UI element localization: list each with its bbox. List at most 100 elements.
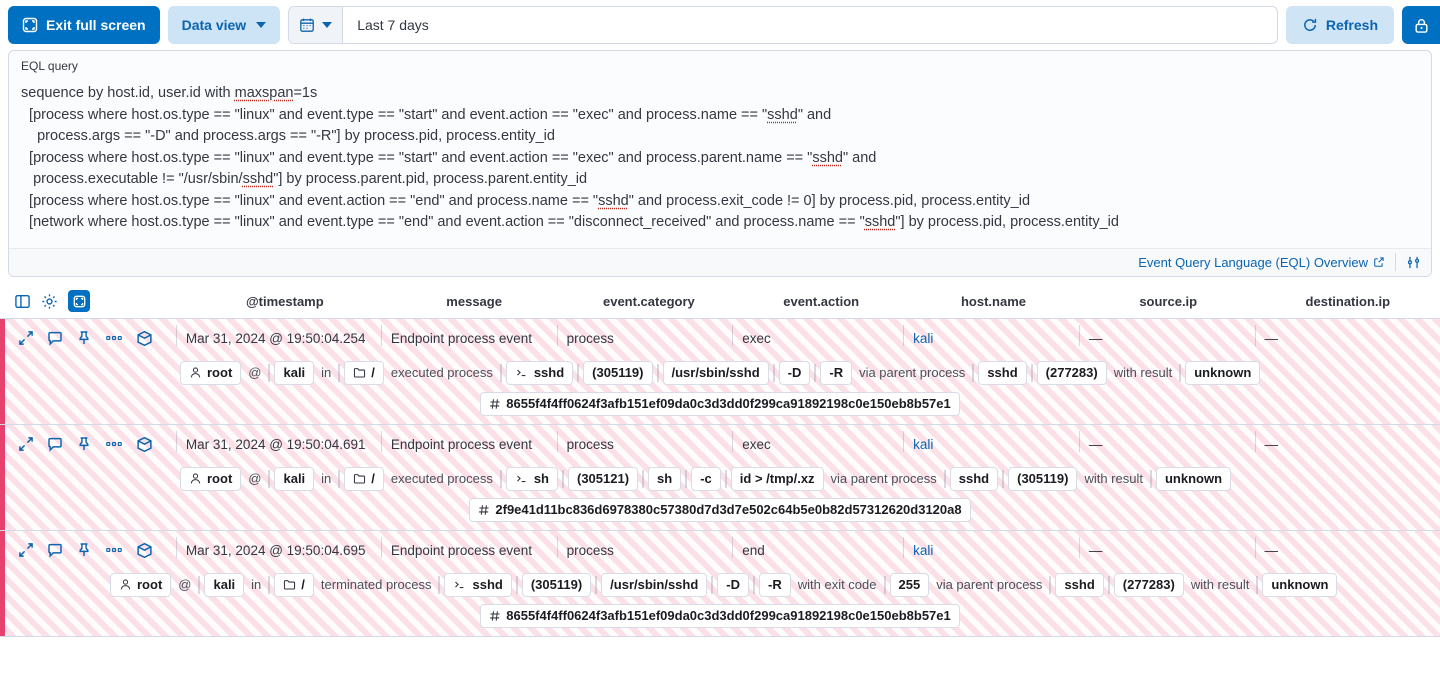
summary-badge[interactable]: -D (717, 572, 750, 597)
cube-icon[interactable] (136, 542, 153, 559)
summary-badge[interactable]: / (344, 466, 384, 491)
cube-icon[interactable] (136, 436, 153, 453)
summary-badge-label: kali (213, 576, 236, 592)
summary-badge[interactable]: kali (204, 572, 245, 597)
user-icon (189, 366, 202, 379)
summary-badge[interactable]: sshd (949, 466, 999, 491)
summary-badge[interactable]: -R (820, 360, 853, 385)
badge-separator (642, 469, 645, 488)
badge-separator (656, 363, 659, 382)
summary-badge[interactable]: 255 (889, 572, 930, 597)
data-view-button[interactable]: Data view (167, 6, 281, 44)
summary-badge[interactable]: sshd (505, 360, 574, 385)
summary-badge[interactable]: kali (274, 466, 315, 491)
process-hash-badge[interactable]: 8655f4f4ff0624f3afb151ef09da0c3d3dd0f299… (480, 603, 960, 628)
summary-badge[interactable]: (277283) (1113, 572, 1184, 597)
summary-badge[interactable]: unknown (1185, 360, 1261, 385)
summary-badge[interactable]: / (274, 572, 314, 597)
pin-icon[interactable] (76, 436, 92, 452)
summary-badge[interactable]: (305121) (568, 466, 639, 491)
ellipsis-icon[interactable] (105, 542, 123, 558)
summary-badge[interactable]: kali (274, 360, 315, 385)
cell-event-category: process (556, 324, 733, 346)
cell-timestamp: Mar 31, 2024 @ 19:50:04.695 (175, 536, 381, 558)
column-header-message[interactable]: message (446, 293, 502, 309)
expand-icon[interactable] (18, 330, 34, 346)
badge-separator (814, 363, 817, 382)
filter-settings-icon[interactable] (1406, 255, 1421, 270)
columns-icon[interactable] (14, 293, 31, 310)
summary-badge-label: kali (283, 470, 306, 486)
pin-icon[interactable] (76, 542, 92, 558)
process-hash-badge[interactable]: 2f9e41d11bc836d6978380c57380d7d3d7e502c6… (469, 497, 971, 522)
expand-icon[interactable] (18, 436, 34, 452)
summary-badge-label: (305119) (530, 576, 583, 592)
summary-badge[interactable]: sshd (978, 360, 1027, 385)
column-header-source-ip[interactable]: source.ip (1139, 293, 1198, 309)
summary-badge[interactable]: sshd (444, 572, 512, 597)
column-header-destination-ip[interactable]: destination.ip (1305, 293, 1391, 309)
cell-timestamp: Mar 31, 2024 @ 19:50:04.691 (175, 430, 381, 452)
summary-badge[interactable]: -c (691, 466, 721, 491)
summary-badge-label: -D (726, 576, 741, 592)
summary-badge[interactable]: unknown (1262, 572, 1338, 597)
eql-query-input[interactable]: sequence by host.id, user.id with maxspa… (9, 77, 1431, 248)
badge-separator (499, 363, 502, 382)
eql-query-label: EQL query (21, 59, 78, 73)
cell-host-name: kali (903, 536, 1079, 558)
summary-badge[interactable]: -D (778, 360, 811, 385)
summary-badge[interactable]: (305119) (521, 572, 592, 597)
exit-full-screen-button[interactable]: Exit full screen (8, 6, 160, 44)
date-quick-select-button[interactable] (289, 7, 344, 43)
summary-badge[interactable]: /usr/sbin/sshd (601, 572, 708, 597)
full-screen-icon[interactable] (68, 290, 90, 312)
row-hash-line: 2f9e41d11bc836d6978380c57380d7d3d7e502c6… (0, 491, 1440, 522)
comment-icon[interactable] (47, 330, 63, 346)
comment-icon[interactable] (47, 436, 63, 452)
summary-badge[interactable]: /usr/sbin/sshd (662, 360, 769, 385)
date-range-input[interactable]: Last 7 days (357, 17, 429, 33)
gear-icon[interactable] (41, 293, 58, 310)
summary-badge[interactable]: (305119) (583, 360, 653, 385)
badge-connector-text: executed process (390, 365, 493, 380)
summary-badge-label: unknown (1271, 576, 1329, 592)
summary-badge[interactable]: sh (648, 466, 682, 491)
summary-badge[interactable]: root (180, 466, 242, 491)
date-picker[interactable]: Last 7 days (288, 6, 1278, 44)
column-header-host-name[interactable]: host.name (960, 293, 1026, 309)
summary-badge[interactable]: (277283) (1036, 360, 1107, 385)
summary-badge[interactable]: / (344, 360, 384, 385)
comment-icon[interactable] (47, 542, 63, 558)
summary-badge[interactable]: (305119) (1008, 466, 1078, 491)
summary-badge-label: (277283) (1122, 576, 1175, 592)
column-header-event-category[interactable]: event.category (602, 293, 695, 309)
badge-separator (1256, 575, 1259, 594)
process-hash-badge[interactable]: 8655f4f4ff0624f3afb151ef09da0c3d3dd0f299… (480, 391, 960, 416)
hash-icon (489, 610, 501, 622)
ellipsis-icon[interactable] (105, 330, 123, 346)
pin-icon[interactable] (76, 330, 92, 346)
lock-icon (1413, 17, 1430, 34)
lock-button[interactable] (1402, 6, 1440, 44)
badge-separator (595, 575, 598, 594)
cube-icon[interactable] (136, 330, 153, 347)
expand-icon[interactable] (18, 542, 34, 558)
summary-badge[interactable]: root (180, 360, 242, 385)
eql-overview-link[interactable]: Event Query Language (EQL) Overview (1138, 255, 1385, 270)
summary-badge[interactable]: sshd (1055, 572, 1104, 597)
badge-separator (198, 575, 201, 594)
summary-badge[interactable]: -R (759, 572, 791, 597)
ellipsis-icon[interactable] (105, 436, 123, 452)
summary-badge[interactable]: unknown (1155, 466, 1232, 491)
summary-badge[interactable]: id > /tmp/.xz (730, 466, 824, 491)
column-header-event-action[interactable]: event.action (783, 293, 860, 309)
refresh-button[interactable]: Refresh (1285, 6, 1394, 44)
summary-badge[interactable]: sh (505, 466, 558, 491)
summary-badge[interactable]: root (110, 572, 172, 597)
column-header-timestamp[interactable]: @timestamp (245, 293, 324, 309)
